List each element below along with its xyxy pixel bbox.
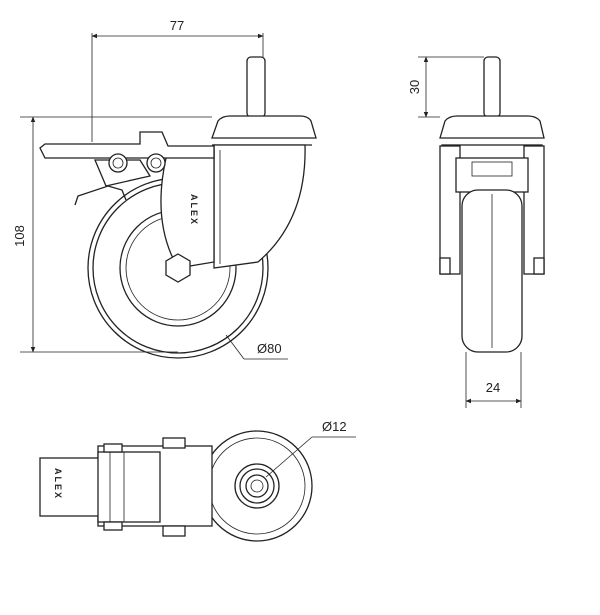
stem-center [250,479,264,493]
brake-rivet-2 [146,153,166,173]
brake-spring [74,185,127,206]
top-rivet-left-top [103,443,123,453]
axle-nut [165,253,191,283]
axle-nut-left [439,257,451,275]
stem-base-ring-inner [239,468,275,504]
front-view: 30 24 [407,56,545,408]
top-cap [211,115,317,139]
top-view: ALEX Ø12 [39,419,356,542]
front-top-cap [439,115,545,139]
top-brake-lever [97,451,161,523]
fork-body [213,144,306,269]
top-axle-nut-top [162,437,186,449]
dim-diameter-leader [225,334,245,360]
brand-label-side: ALEX [189,194,199,226]
top-axle-nut-bottom [162,525,186,537]
top-brake-pedal [39,457,101,517]
brake-rivet-1 [108,153,128,173]
fork-side-plate [160,149,215,269]
top-cap-outer [201,430,313,542]
dim-stem-diameter-leader [265,436,313,478]
dim-height-label: 108 [12,225,27,247]
dim-diameter-label: Ø80 [257,341,282,356]
side-view: ALEX 77 108 Ø80 [12,18,317,360]
brake-lever [39,131,215,159]
dim-stem-diameter-label: Ø12 [322,419,347,434]
front-brake-window [471,161,513,177]
stem-outline [245,474,269,498]
dim-wheel-width-label: 24 [486,380,500,395]
top-rivet-left-bottom [103,521,123,531]
brake-rivet-1-inner [112,157,124,169]
brake-rivet-2-inner [150,157,162,169]
axle-nut-right [533,257,545,275]
stem [246,56,266,118]
stem-base-ring [234,463,280,509]
dim-stem-label: 30 [407,80,422,94]
brand-label-bottom: ALEX [53,468,63,500]
dim-width-label: 77 [170,18,184,33]
top-cap-inner [208,437,306,535]
front-brake-housing [455,157,529,193]
front-stem [483,56,501,118]
